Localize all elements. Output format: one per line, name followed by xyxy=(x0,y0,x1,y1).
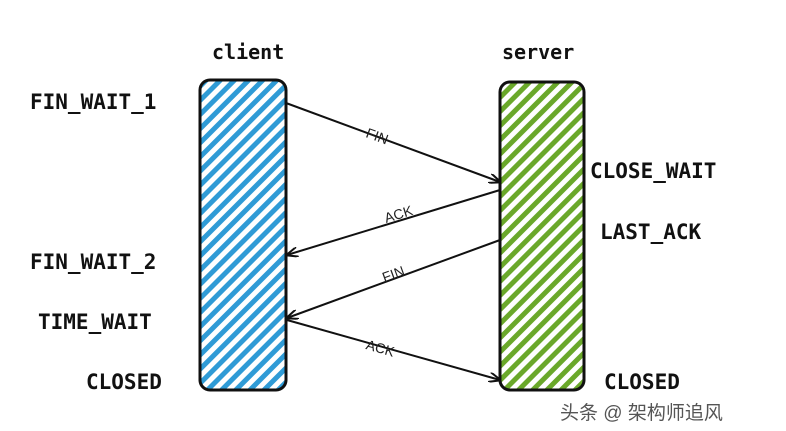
ack-arrow-2 xyxy=(286,319,500,380)
server-lifeline xyxy=(498,80,586,392)
client-lifeline xyxy=(198,78,288,392)
client-state-closed: CLOSED xyxy=(86,370,162,394)
server-state-last-ack: LAST_ACK xyxy=(600,220,702,244)
client-title: client xyxy=(212,40,285,64)
ack-arrow-1 xyxy=(287,189,501,255)
client-state-time-wait: TIME_WAIT xyxy=(38,310,152,334)
fin-arrow-1 xyxy=(285,102,500,182)
fin-arrow-2 xyxy=(287,239,501,318)
server-state-close-wait: CLOSE_WAIT xyxy=(590,159,717,183)
server-state-closed: CLOSED xyxy=(604,370,680,394)
server-title: server xyxy=(502,40,575,64)
client-state-fin-wait-1: FIN_WAIT_1 xyxy=(30,90,157,114)
watermark: 头条 @ 架构师追风 xyxy=(560,403,723,424)
client-state-fin-wait-2: FIN_WAIT_2 xyxy=(30,250,157,274)
